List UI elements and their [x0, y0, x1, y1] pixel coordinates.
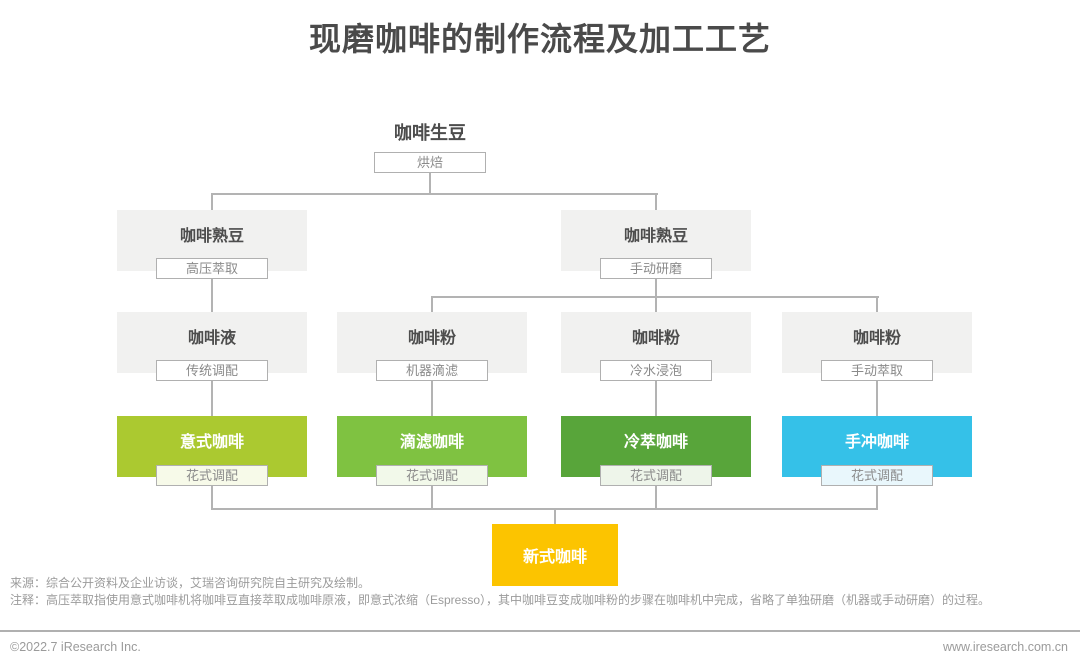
connector: [211, 486, 213, 508]
connector: [431, 297, 433, 312]
connector: [655, 194, 657, 210]
process-step-high-pressure-extraction: 高压萃取: [156, 258, 268, 279]
connector: [211, 508, 878, 510]
process-step-cold-water-soak: 冷水浸泡: [600, 360, 712, 381]
connector: [876, 381, 878, 416]
process-step-manual-extraction: 手动萃取: [821, 360, 933, 381]
process-step-traditional-blending: 传统调配: [156, 360, 268, 381]
connector: [429, 173, 431, 194]
copyright-text: ©2022.7 iResearch Inc.: [10, 640, 141, 654]
connector: [655, 381, 657, 416]
connector: [211, 194, 213, 210]
process-step-fancy-blending-3: 花式调配: [600, 465, 712, 486]
process-step-roasting: 烘焙: [374, 152, 486, 173]
process-step-manual-grinding: 手动研磨: [600, 258, 712, 279]
connector: [554, 509, 556, 524]
website-url: www.iresearch.com.cn: [942, 640, 1068, 654]
connector: [431, 381, 433, 416]
connector: [655, 486, 657, 508]
annotation-note: 注释：高压萃取指使用意式咖啡机将咖啡豆直接萃取成咖啡原液，即意式浓缩（Espre…: [10, 593, 991, 607]
connector: [211, 381, 213, 416]
footer-notes: 来源：综合公开资料及企业访谈，艾瑞咨询研究院自主研究及绘制。 注释：高压萃取指使…: [10, 575, 1020, 609]
flow-node-green-beans: 咖啡生豆: [394, 123, 466, 143]
flow-node-hand-brew-coffee: 手冲咖啡: [782, 416, 972, 477]
source-note: 来源：综合公开资料及企业访谈，艾瑞咨询研究院自主研究及绘制。: [10, 576, 371, 590]
process-step-fancy-blending-2: 花式调配: [376, 465, 488, 486]
connector: [876, 486, 878, 508]
connector: [211, 279, 213, 312]
connector: [876, 297, 878, 312]
page-title: 现磨咖啡的制作流程及加工工艺: [308, 21, 771, 57]
connector: [211, 193, 658, 195]
connector: [431, 486, 433, 508]
process-step-fancy-blending-4: 花式调配: [821, 465, 933, 486]
bottom-divider: [0, 630, 1080, 632]
flow-node-new-style-coffee: 新式咖啡: [492, 524, 618, 586]
connector: [655, 279, 657, 296]
connector: [655, 297, 657, 312]
process-step-machine-drip: 机器滴滤: [376, 360, 488, 381]
process-step-fancy-blending-1: 花式调配: [156, 465, 268, 486]
